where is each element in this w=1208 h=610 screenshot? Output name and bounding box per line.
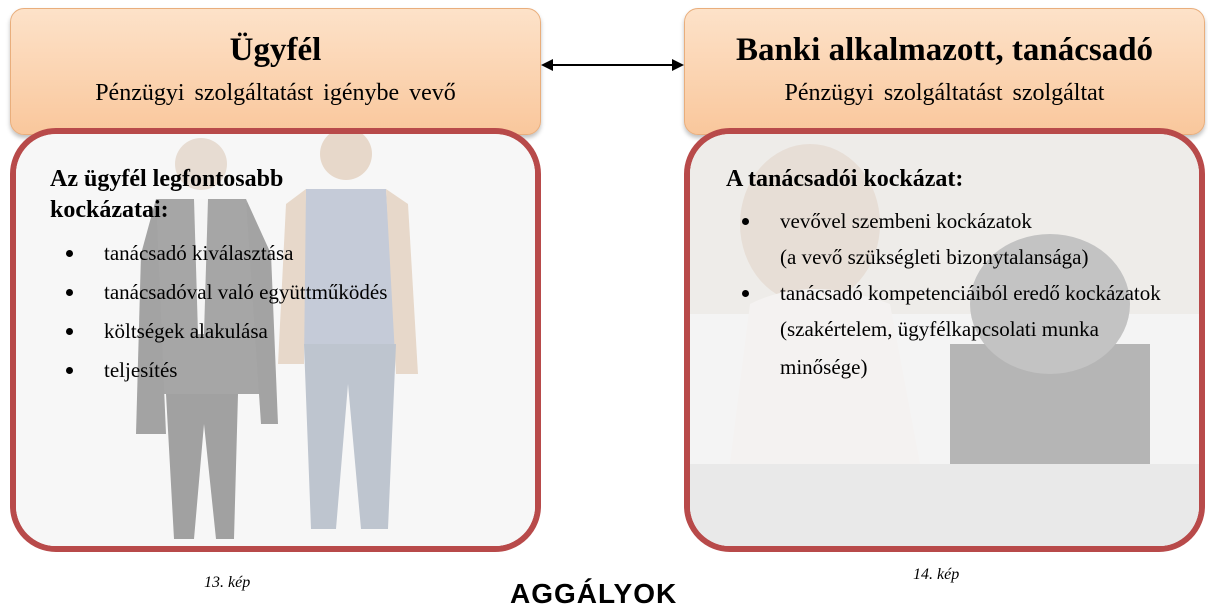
risk-detail: (szakértelem, ügyfélkapcsolati munka min… xyxy=(780,317,1099,379)
client-risk-panel: Az ügyfél legfontosabb kockázatai: tanác… xyxy=(10,128,541,552)
risk-detail: (a vevő szükségleti bizonytalansága) xyxy=(780,245,1089,269)
advisor-subtitle: Pénzügyi szolgáltatást szolgáltat xyxy=(784,80,1105,106)
list-item: teljesítés xyxy=(44,353,434,388)
list-item: tanácsadó kompetenciáiból eredő kockázat… xyxy=(720,276,1180,386)
client-header: Ügyfél Pénzügyi szolgáltatást igénybe ve… xyxy=(10,8,541,135)
advisor-risk-heading: A tanácsadói kockázat: xyxy=(726,166,964,192)
advisor-risk-list: vevővel szembeni kockázatok (a vevő szük… xyxy=(720,204,1180,386)
double-arrow-icon xyxy=(541,59,684,71)
client-risk-list: tanácsadó kiválasztása tanácsadóval való… xyxy=(44,236,434,392)
list-item: költségek alakulása xyxy=(44,314,434,349)
risk-main: vevővel szembeni kockázatok xyxy=(780,209,1032,233)
advisor-image-caption: 14. kép xyxy=(913,566,960,583)
client-image-caption: 13. kép xyxy=(204,574,251,591)
client-title: Ügyfél xyxy=(229,32,322,68)
list-item: vevővel szembeni kockázatok (a vevő szük… xyxy=(720,204,1180,276)
list-item: tanácsadóval való együttműködés xyxy=(44,275,434,310)
advisor-risk-panel: A tanácsadói kockázat: vevővel szembeni … xyxy=(684,128,1205,552)
advisor-header: Banki alkalmazott, tanácsadó Pénzügyi sz… xyxy=(684,8,1205,135)
risk-main: tanácsadó kompetenciáiból eredő kockázat… xyxy=(780,281,1161,305)
section-title: AGGÁLYOK xyxy=(510,578,678,609)
list-item: tanácsadó kiválasztása xyxy=(44,236,434,271)
photo-overlay xyxy=(690,134,1199,546)
photo-overlay xyxy=(16,134,535,546)
advisor-title: Banki alkalmazott, tanácsadó xyxy=(735,32,1154,68)
client-subtitle: Pénzügyi szolgáltatást igénybe vevő xyxy=(95,80,456,106)
client-risk-heading: Az ügyfél legfontosabb kockázatai: xyxy=(50,166,284,223)
